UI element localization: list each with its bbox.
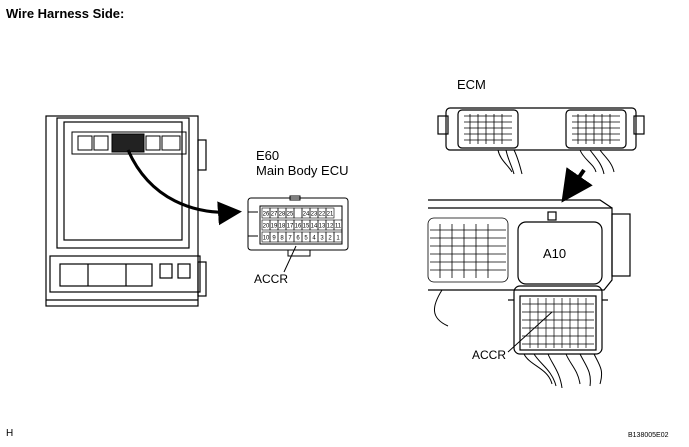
e60-pin-number: 20: [263, 224, 270, 230]
ecm-enlarged-left-wire: [434, 289, 449, 327]
e60-pin-number: 11: [335, 224, 342, 230]
e60-pin-number: 2: [328, 236, 332, 242]
ecm-body: [437, 107, 645, 151]
e60-pin-number: 3: [320, 236, 324, 242]
a10-wires: [523, 353, 603, 389]
e60-pin-number: 14: [311, 224, 318, 230]
e60-pin-number: 27: [271, 212, 278, 218]
e60-pin-number: 13: [319, 224, 326, 230]
e60-pin-number: 12: [327, 224, 334, 230]
pointer-arrow-left: [126, 149, 242, 226]
e60-pin-number: 24: [303, 212, 310, 218]
e60-pin-number: 17: [287, 224, 294, 230]
e60-pin-number: 6: [296, 236, 300, 242]
ecm-connector-grid-left: [464, 114, 512, 144]
e60-connector-name: Main Body ECU: [256, 163, 349, 178]
pointer-arrow-right: [561, 167, 593, 203]
e60-pin-number: 4: [312, 236, 316, 242]
e60-pin-cell: [333, 231, 343, 243]
e60-pin-number: 5: [304, 236, 308, 242]
ecm-wires: [497, 149, 615, 175]
ecm-enlarged-housing: [428, 199, 631, 291]
accr-terminal-label-a10: ACCR: [472, 348, 507, 362]
ecm-connector-grid-right: [572, 114, 620, 144]
e60-pin-number: 25: [287, 212, 294, 218]
e60-pin-number: 22: [319, 212, 326, 218]
e60-pin-number: 16: [295, 224, 302, 230]
e60-pin-cell: [293, 207, 303, 219]
e60-pin-number: 7: [288, 236, 292, 242]
e60-pin-number: 21: [327, 212, 334, 218]
e60-pin-cell: [325, 207, 335, 219]
e60-pin-number: 8: [280, 236, 284, 242]
main-body-ecu-unit: [45, 115, 207, 307]
e60-pin-number: 10: [263, 236, 270, 242]
e60-pin-number: 28: [279, 212, 286, 218]
e60-pin-number: 18: [279, 224, 286, 230]
accr-leader-right: [507, 311, 553, 353]
e60-pin-number: 23: [311, 212, 318, 218]
a10-connector-plug: [508, 285, 608, 355]
e60-pin-number: 9: [272, 236, 276, 242]
e60-pin-cell: [333, 219, 343, 231]
a10-connector-label: A10: [543, 246, 567, 261]
accr-leader-left: [283, 245, 297, 273]
a10-pin-grid: [522, 298, 594, 348]
e60-pin-number: 1: [336, 236, 340, 242]
section-title: Wire Harness Side:: [6, 6, 125, 21]
corner-mark: H: [6, 428, 14, 439]
e60-pin-number: 19: [271, 224, 278, 230]
ecm-enlarged-left-connector: [427, 217, 509, 283]
e60-pin-number: 26: [263, 212, 270, 218]
e60-pin-number: 15: [303, 224, 310, 230]
e60-connector-code: E60: [256, 148, 280, 163]
accr-terminal-label-e60: ACCR: [254, 272, 289, 286]
figure-code: B138005E02: [628, 432, 669, 439]
ecm-label: ECM: [457, 77, 486, 92]
